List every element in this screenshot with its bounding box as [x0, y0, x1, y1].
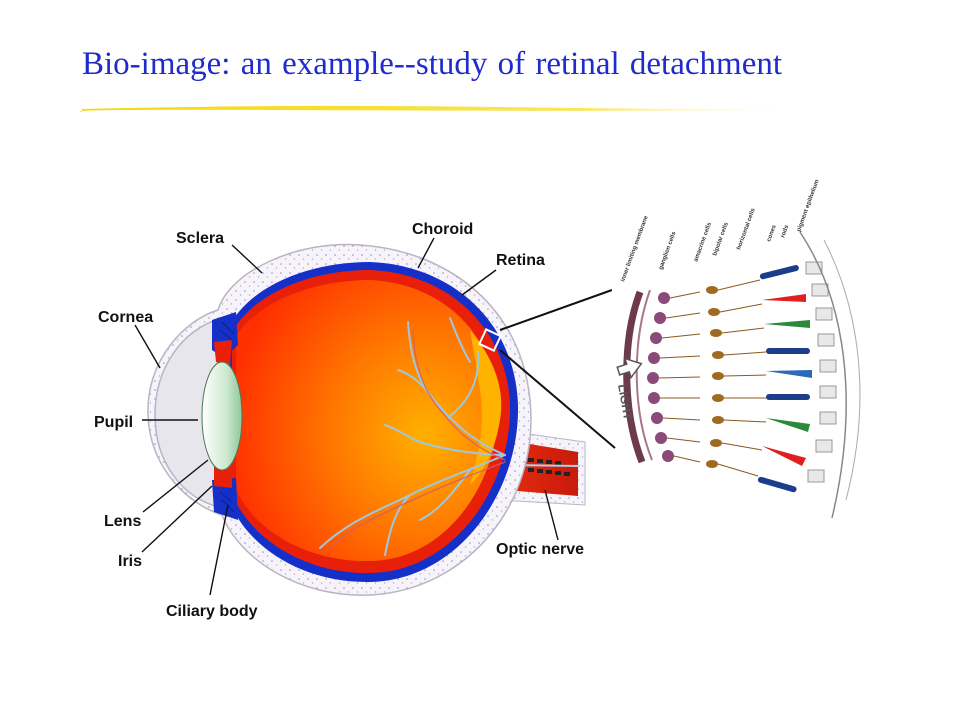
slide-title: Bio-image: an example--study of retinal … — [82, 46, 783, 82]
iris — [212, 312, 238, 520]
cell-row — [654, 283, 829, 324]
cell-row — [651, 411, 837, 432]
inset-label-ganglion-cells: ganglion cells — [658, 230, 678, 270]
inner-limiting-membrane — [623, 290, 646, 464]
cell-row — [658, 261, 823, 304]
inset-label-horizontal-cells: horizontal cells — [736, 207, 757, 251]
cell-row — [648, 385, 837, 404]
cell-row — [650, 307, 833, 344]
light-arrow-icon — [616, 357, 643, 380]
label-choroid: Choroid — [412, 221, 473, 238]
cornea — [154, 317, 223, 509]
label-iris: Iris — [118, 553, 142, 570]
label-lens: Lens — [104, 513, 141, 530]
zoom-line-bottom — [499, 349, 616, 449]
label-optic-nerve: Optic nerve — [496, 541, 584, 558]
label-ciliary-body: Ciliary body — [166, 603, 258, 620]
label-sclera: Sclera — [176, 230, 224, 247]
cell-row — [655, 432, 833, 466]
inset-label-rods: rods — [780, 224, 790, 239]
inset-selection-box — [478, 328, 502, 352]
inset-label-cones: cones — [766, 224, 778, 243]
label-pupil: Pupil — [94, 414, 133, 431]
cell-row — [647, 359, 837, 384]
inset-label-pigment-epithelium: pigment epithelium — [796, 179, 820, 233]
lens — [201, 361, 243, 471]
label-cornea: Cornea — [98, 309, 153, 326]
retina-inset: LIGHT inner limiting membrane ganglion c… — [611, 179, 861, 520]
cell-row — [662, 450, 825, 493]
label-retina: Retina — [496, 252, 545, 269]
inset-label-bipolar-cells: bipolar cells — [712, 221, 730, 257]
zoom-line-top — [499, 289, 613, 331]
inset-label-inner-limiting-membrane: inner limiting membrane — [620, 215, 650, 283]
ciliary-body — [219, 321, 235, 513]
leader-lines — [134, 237, 559, 596]
light-label: LIGHT — [615, 383, 635, 422]
inset-label-amacrine-cells: amacrine cells — [693, 221, 713, 263]
title-underline — [80, 105, 800, 112]
cell-row — [648, 333, 835, 364]
